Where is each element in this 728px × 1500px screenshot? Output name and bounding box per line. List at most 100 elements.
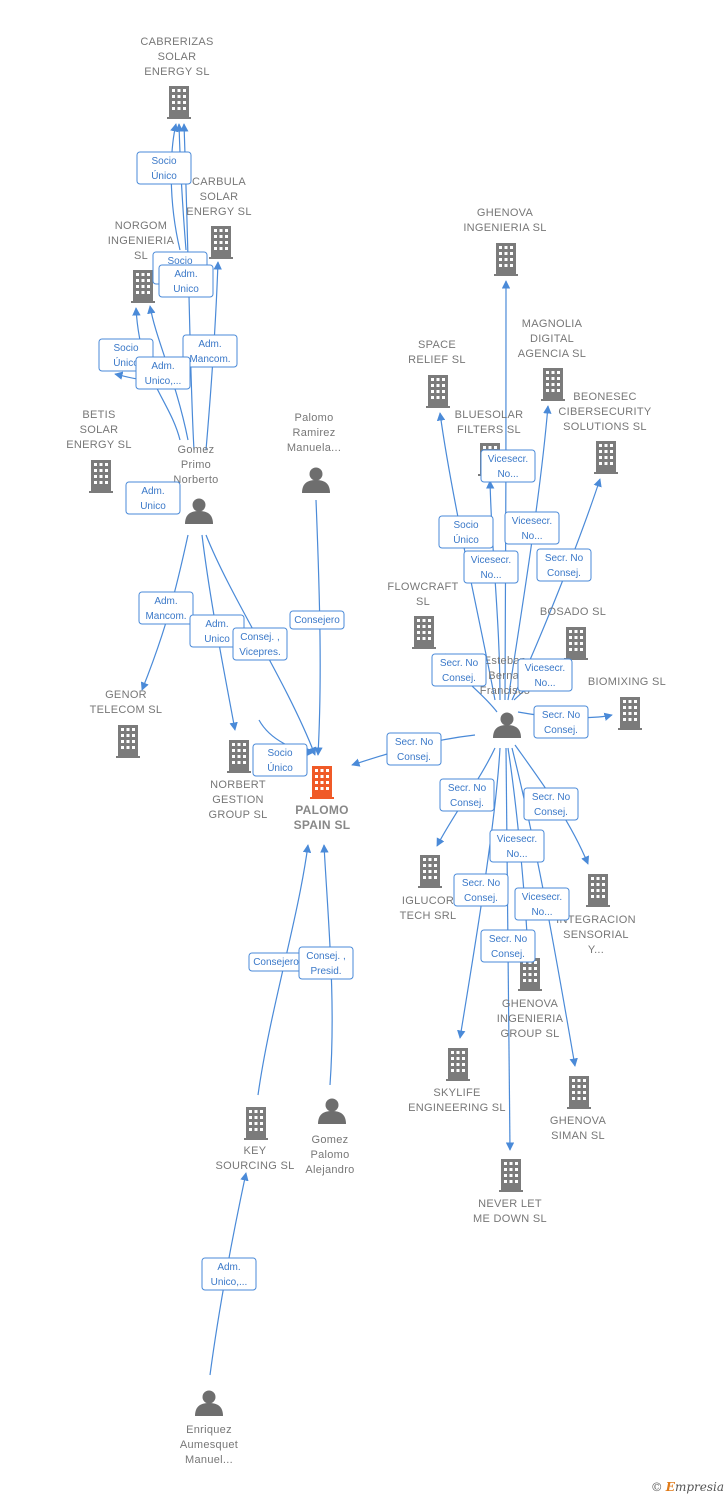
- node-label: Primo: [181, 459, 211, 471]
- edge-label-text: Adm.: [151, 361, 174, 372]
- edge-label-box: [514, 887, 570, 921]
- edge-label[interactable]: Consej. ,Vicepres.: [232, 627, 288, 661]
- edge-label[interactable]: Vicesecr.No...: [517, 658, 573, 692]
- node-label: MAGNOLIA: [522, 318, 583, 330]
- person-icon: [318, 1098, 346, 1124]
- edge-label[interactable]: Adm. Unico: [125, 481, 181, 515]
- node-label: Y...: [588, 944, 604, 956]
- node-label: Gomez: [178, 444, 215, 456]
- edge-label-text: Mancom.: [145, 611, 186, 622]
- edge-label[interactable]: Adm.Unico: [158, 264, 214, 298]
- building-icon: [209, 226, 233, 259]
- company-node-integracion[interactable]: INTEGRACIONSENSORIALY...: [556, 874, 636, 956]
- edge-label[interactable]: Vicesecr.No...: [463, 550, 519, 584]
- node-label: KEY: [244, 1145, 267, 1157]
- node-label: NORGOM: [115, 220, 168, 232]
- node-label: BLUESOLAR: [455, 409, 524, 421]
- node-label: Gomez: [312, 1134, 349, 1146]
- node-label: SPAIN SL: [294, 818, 351, 832]
- edge-label-text: No...: [497, 469, 518, 480]
- edge-label-text: Adm.: [141, 486, 164, 497]
- company-node-biomixing[interactable]: BIOMIXING SL: [588, 676, 666, 730]
- person-icon: [195, 1390, 223, 1416]
- node-label: GHENOVA: [477, 207, 534, 219]
- edge-label-box: [289, 610, 345, 630]
- edge-label-text: Consej.: [442, 673, 476, 684]
- edge-label[interactable]: Adm.Unico,...: [135, 356, 191, 390]
- node-label: CABRERIZAS: [140, 36, 213, 48]
- edge-line: [258, 719, 315, 757]
- node-label: Bernal: [488, 670, 522, 682]
- edge-label[interactable]: Consejero: [248, 952, 304, 972]
- edge-label-text: Vicesecr.: [497, 834, 537, 845]
- edge-label-text: Único: [267, 761, 293, 774]
- edge-label-text: Unico: [173, 284, 199, 295]
- edge-label[interactable]: Adm.Mancom.: [138, 591, 194, 625]
- edge-label[interactable]: Vicesecr.No...: [480, 449, 536, 483]
- node-label: Esteban: [484, 655, 526, 667]
- node-label: Manuel...: [185, 1454, 233, 1466]
- edge-line: [501, 280, 511, 701]
- node-label: ME DOWN SL: [473, 1213, 547, 1225]
- edge-label[interactable]: Adm.Unico: [189, 614, 245, 648]
- building-icon: [412, 616, 436, 649]
- edge-label-text: Único: [113, 356, 139, 369]
- edge-label-box: [439, 778, 495, 812]
- edge-label-text: Unico: [140, 501, 166, 512]
- edge-label-text: No...: [534, 678, 555, 689]
- edge-label-text: Adm.: [217, 1262, 240, 1273]
- edge-label[interactable]: Vicesecr.No...: [514, 887, 570, 921]
- edge-label-text: Socio: [453, 520, 478, 531]
- person-node-palomo-ramirez[interactable]: PalomoRamirezManuela...: [287, 412, 341, 493]
- edge-label-text: Socio: [151, 156, 176, 167]
- building-icon: [244, 1107, 268, 1140]
- node-label: GROUP SL: [208, 809, 267, 821]
- node-label: FILTERS SL: [457, 424, 521, 436]
- node-label: GESTION: [212, 794, 264, 806]
- company-node-bluesolar[interactable]: BLUESOLAR FILTERS SL: [455, 409, 524, 476]
- edge-label[interactable]: Vicesecr.No...: [504, 511, 560, 545]
- node-label: INGENIERIA: [108, 235, 175, 247]
- edge-label[interactable]: Adm.Mancom.: [182, 334, 238, 368]
- edge-label[interactable]: Adm.Unico,...: [201, 1257, 257, 1291]
- edge-line: [505, 747, 515, 1151]
- company-node-bosado[interactable]: BOSADO SL: [540, 606, 606, 660]
- edge-label[interactable]: Vicesecr.No...: [489, 829, 545, 863]
- building-icon: [116, 725, 140, 758]
- edge-label[interactable]: Consejero: [289, 610, 345, 630]
- edge-label[interactable]: Consej. ,Presid.: [298, 946, 354, 980]
- person-node-enriquez[interactable]: EnriquezAumesquetManuel...: [180, 1390, 238, 1467]
